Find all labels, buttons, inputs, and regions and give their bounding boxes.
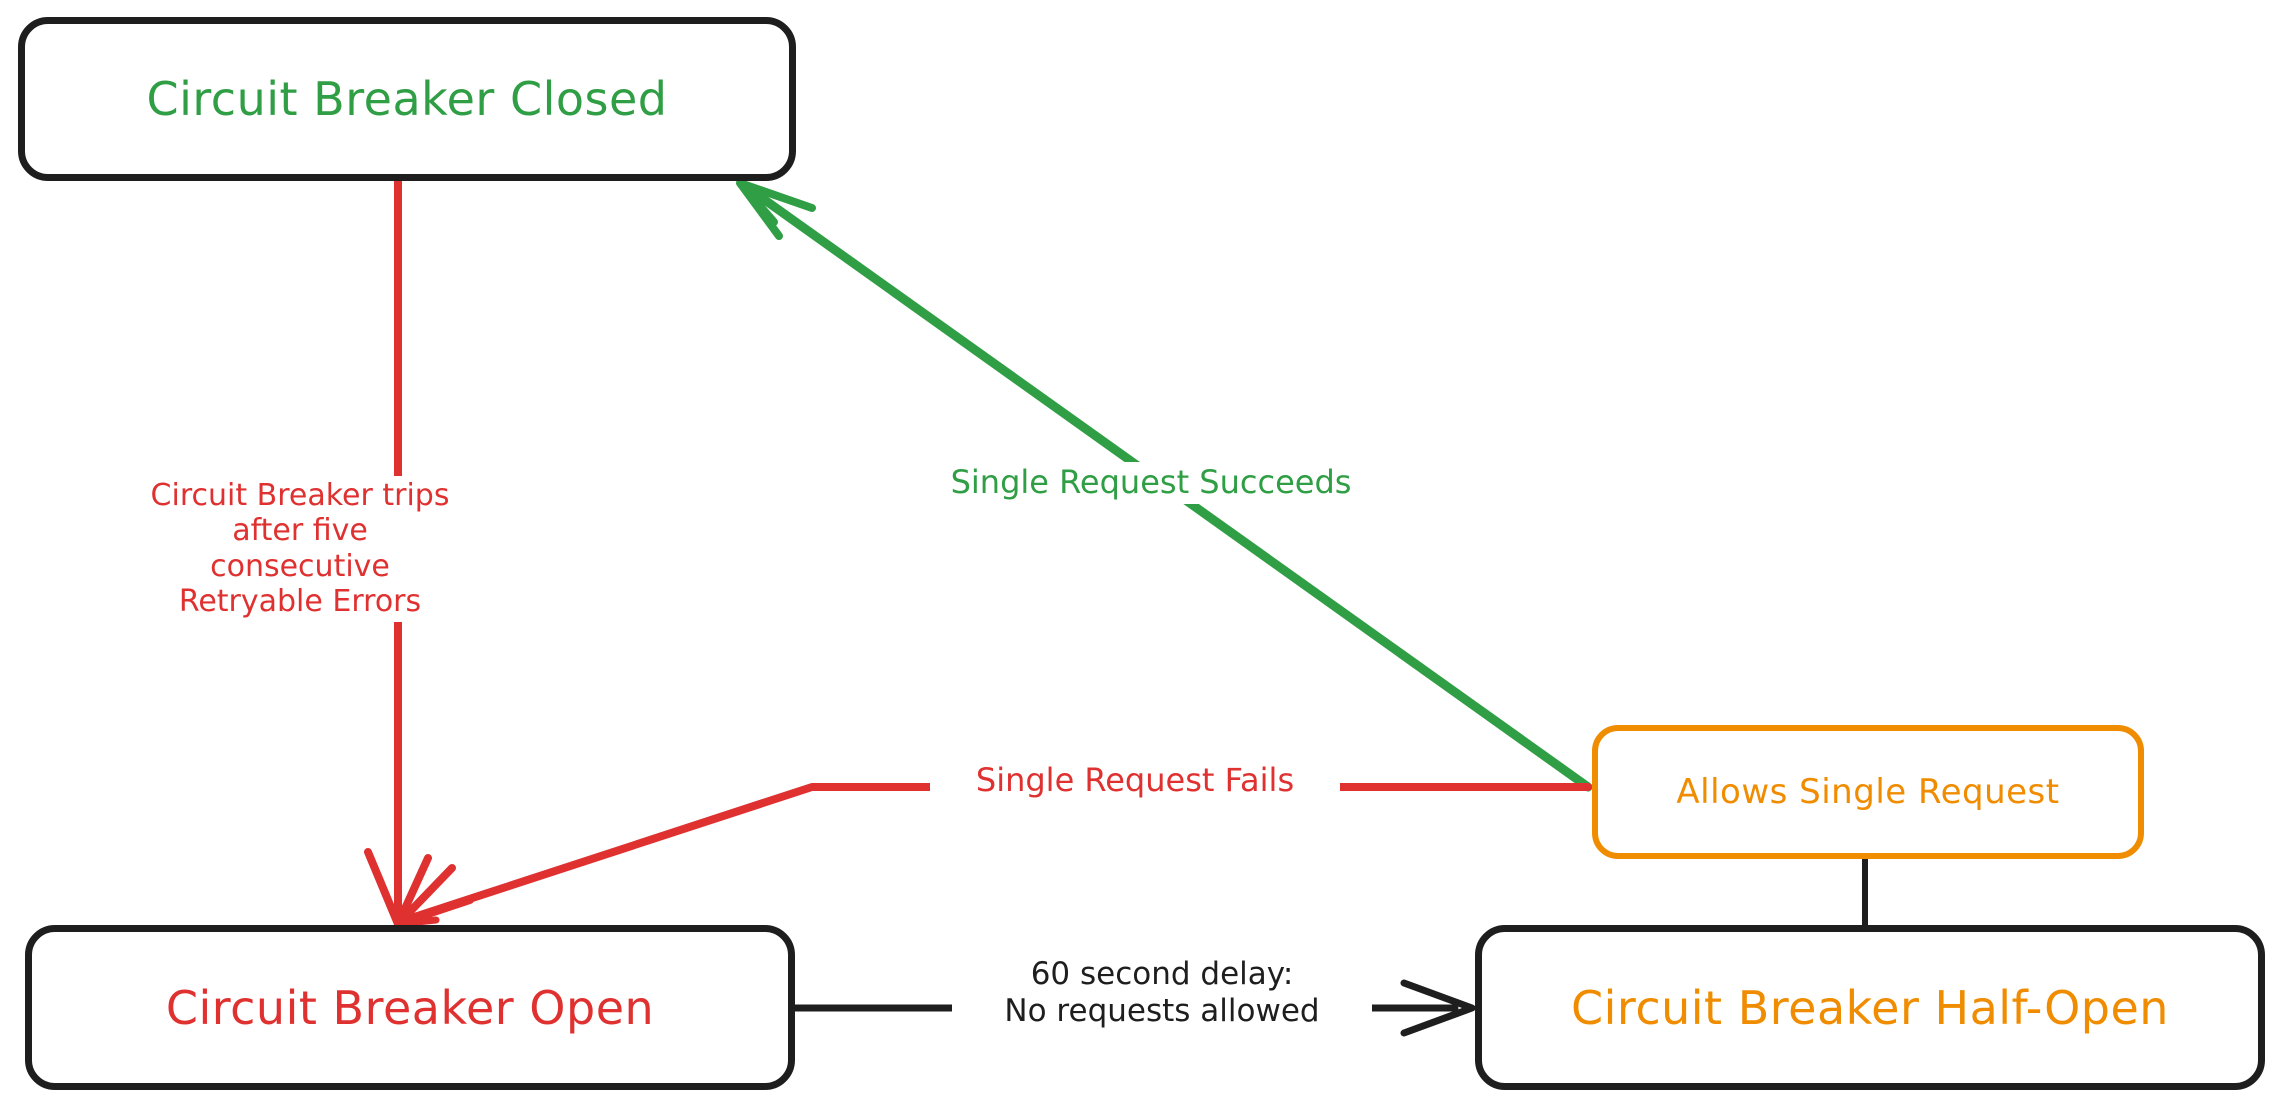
node-circuit-breaker-closed[interactable]: Circuit Breaker Closed [18,17,796,181]
edge-label-single-request-succeeds: Single Request Succeeds [906,462,1396,504]
node-circuit-breaker-open[interactable]: Circuit Breaker Open [25,925,795,1090]
edge-label-single-request-fails: Single Request Fails [930,760,1340,802]
node-circuit-breaker-half-open[interactable]: Circuit Breaker Half-Open [1475,925,2265,1090]
node-label-circuit-breaker-open: Circuit Breaker Open [165,980,655,1035]
node-label-allows-single-request: Allows Single Request [1676,772,2060,812]
edge-label-60-second-delay: 60 second delay: No requests allowed [952,954,1372,1032]
node-label-circuit-breaker-half-open: Circuit Breaker Half-Open [1571,980,2169,1035]
edge-label-circuit-breaker-trips: Circuit Breaker trips after five consecu… [140,476,460,622]
node-label-circuit-breaker-closed: Circuit Breaker Closed [146,72,668,126]
node-allows-single-request[interactable]: Allows Single Request [1592,725,2144,859]
edge-allows-to-open [394,783,1592,928]
